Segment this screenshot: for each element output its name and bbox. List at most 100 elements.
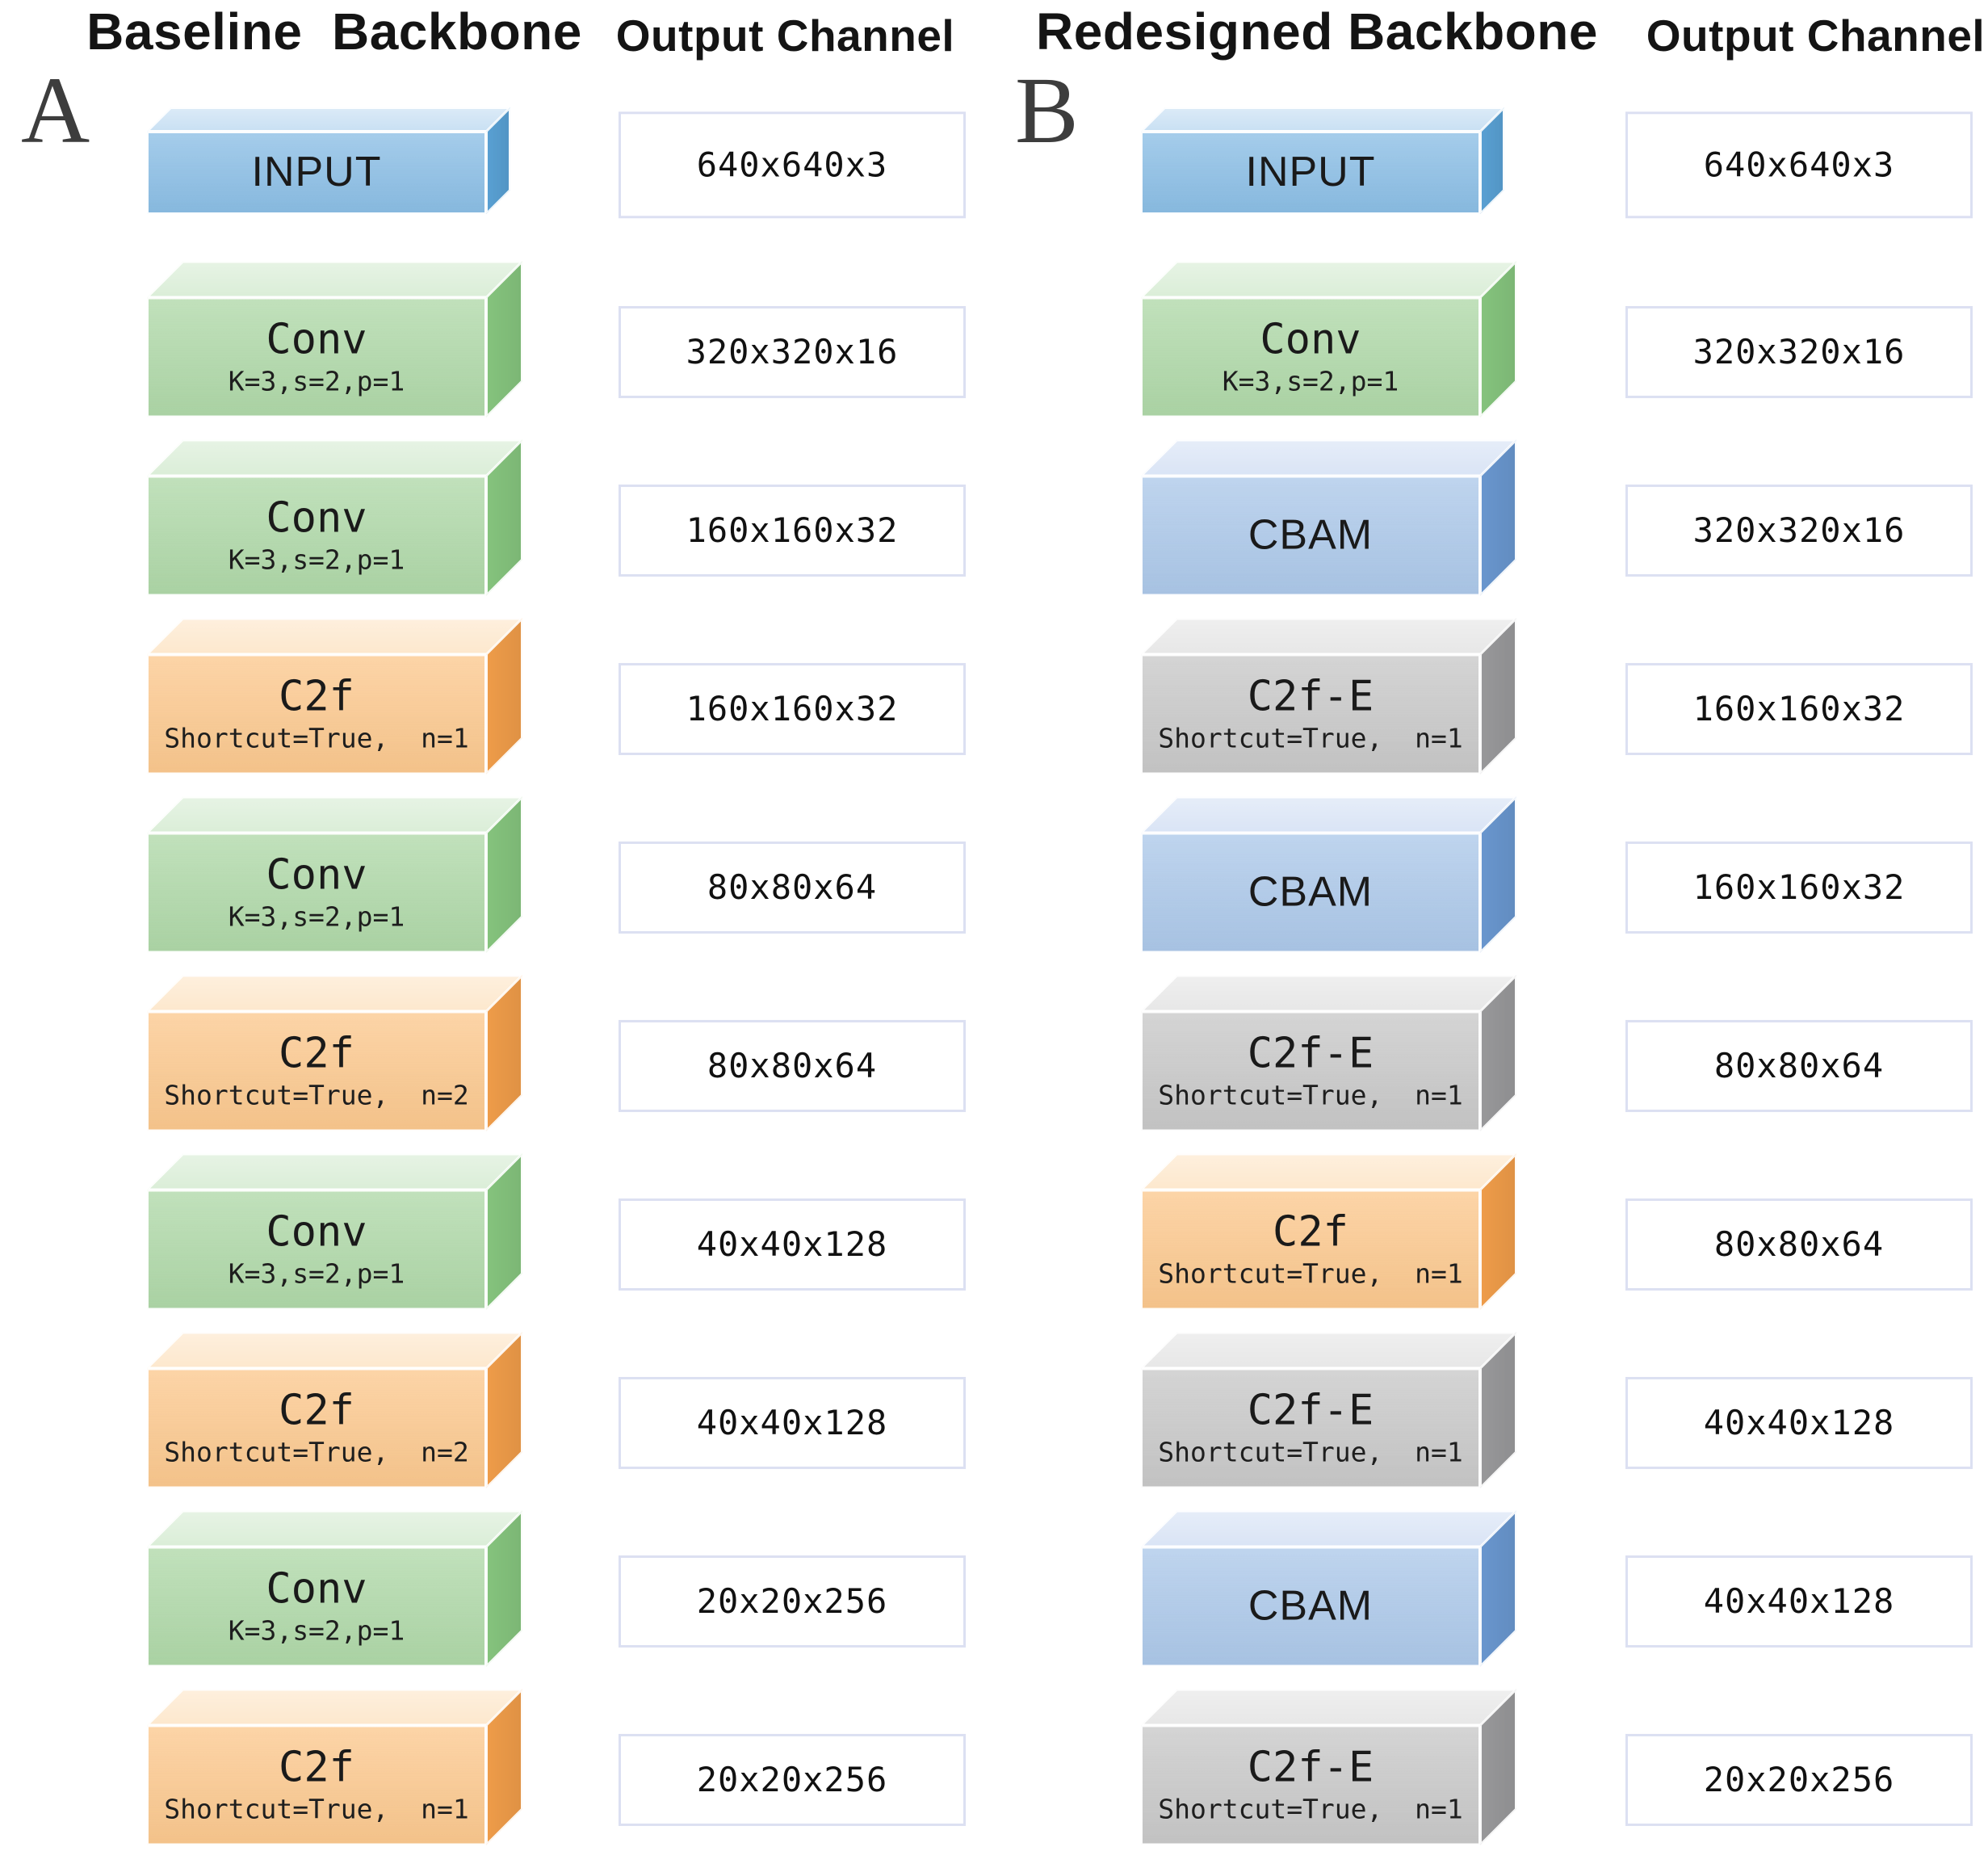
block-cbam: CBAM <box>1141 796 1516 952</box>
panel-baseline-backbone: Baseline Backbone Output Channel A INPUT… <box>0 2 994 1845</box>
block-conv: Conv K=3,s=2,p=1 <box>147 439 522 595</box>
cuboid-top-face <box>1141 107 1504 132</box>
block-conv: Conv K=3,s=2,p=1 <box>1141 261 1516 417</box>
block-c2f: C2f Shortcut=True, n=2 <box>147 975 522 1131</box>
block-c2f: C2f Shortcut=True, n=1 <box>147 1689 522 1845</box>
cuboid-front-face: C2f Shortcut=True, n=1 <box>147 654 486 774</box>
cuboid-top-face <box>147 1510 522 1547</box>
output-channel-value: 160x160x32 <box>686 510 899 550</box>
output-channel-value: 20x20x256 <box>696 1759 888 1799</box>
block-title: Conv <box>266 1207 367 1257</box>
block-title: Conv <box>1260 315 1361 364</box>
block-params: K=3,s=2,p=1 <box>228 365 405 397</box>
block-title: C2f <box>1273 1207 1348 1257</box>
block-title: CBAM <box>1248 511 1374 559</box>
output-channel-value: 40x40x128 <box>696 1402 888 1442</box>
block-params: Shortcut=True, n=1 <box>1158 1793 1463 1825</box>
block-params: Shortcut=True, n=1 <box>1158 1257 1463 1290</box>
panel-redesigned-backbone: Redesigned Backbone Output Channel B INP… <box>994 0 1988 1868</box>
output-channel-box: 80x80x64 <box>619 1019 966 1112</box>
output-channel-box: 40x40x128 <box>619 1198 966 1291</box>
output-channel-value: 160x160x32 <box>1692 867 1906 907</box>
cuboid-front-face: Conv K=3,s=2,p=1 <box>147 833 486 952</box>
output-channel-box: 40x40x128 <box>1625 1376 1973 1469</box>
output-channel-box: 80x80x64 <box>619 841 966 934</box>
output-channel-box: 20x20x256 <box>1625 1733 1973 1826</box>
block-conv: Conv K=3,s=2,p=1 <box>147 1510 522 1666</box>
cuboid-top-face <box>147 261 522 297</box>
block-params: Shortcut=True, n=1 <box>1158 1436 1463 1468</box>
backbone-row: CBAM 160x160x32 <box>994 785 1988 963</box>
block-c2f: C2f Shortcut=True, n=2 <box>147 1332 522 1488</box>
cuboid-front-face: C2f Shortcut=True, n=1 <box>1141 1190 1480 1309</box>
backbone-row: Conv K=3,s=2,p=1 40x40x128 <box>0 1142 994 1320</box>
block-params: Shortcut=True, n=1 <box>164 722 469 754</box>
backbone-row: C2f Shortcut=True, n=2 40x40x128 <box>0 1320 994 1499</box>
block-c2f: C2f Shortcut=True, n=1 <box>1141 1153 1516 1309</box>
cuboid-top-face <box>1141 439 1516 476</box>
baseline-backbone-header: Baseline Backbone <box>86 2 582 61</box>
block-params: Shortcut=True, n=1 <box>164 1793 469 1825</box>
block-params: Shortcut=True, n=1 <box>1158 1079 1463 1111</box>
cuboid-front-face: CBAM <box>1141 1547 1480 1666</box>
output-channel-box: 20x20x256 <box>619 1733 966 1826</box>
block-c2fe: C2f-E Shortcut=True, n=1 <box>1141 1689 1516 1845</box>
output-channel-value: 160x160x32 <box>686 688 899 728</box>
redesigned-rows-container: INPUT 640x640x3 Conv K=3,s=2,p=1 320x320… <box>994 71 1988 1856</box>
output-channel-box: 80x80x64 <box>1625 1019 1973 1112</box>
cuboid-front-face: INPUT <box>1141 131 1480 214</box>
backbone-row: C2f Shortcut=True, n=1 80x80x64 <box>994 1142 1988 1320</box>
block-title: INPUT <box>251 149 382 196</box>
block-params: K=3,s=2,p=1 <box>228 900 405 933</box>
block-c2f: C2f Shortcut=True, n=1 <box>147 618 522 774</box>
output-channel-box: 640x640x3 <box>619 111 966 218</box>
block-params: K=3,s=2,p=1 <box>228 544 405 576</box>
cuboid-front-face: Conv K=3,s=2,p=1 <box>147 297 486 417</box>
block-title: Conv <box>266 1564 367 1614</box>
block-title: Conv <box>266 850 367 900</box>
output-channel-box: 640x640x3 <box>1625 111 1973 218</box>
cuboid-front-face: C2f-E Shortcut=True, n=1 <box>1141 1011 1480 1131</box>
block-title: INPUT <box>1245 149 1376 196</box>
output-channel-box: 160x160x32 <box>1625 662 1973 755</box>
output-channel-value: 80x80x64 <box>707 1045 878 1085</box>
cuboid-front-face: Conv K=3,s=2,p=1 <box>1141 297 1480 417</box>
block-params: K=3,s=2,p=1 <box>228 1614 405 1647</box>
cuboid-top-face <box>1141 1153 1516 1190</box>
cuboid-front-face: C2f Shortcut=True, n=2 <box>147 1011 486 1131</box>
output-channel-box: 320x320x16 <box>619 305 966 398</box>
cuboid-front-face: CBAM <box>1141 476 1480 595</box>
output-channel-value: 80x80x64 <box>1713 1224 1885 1264</box>
block-title: CBAM <box>1248 1582 1374 1630</box>
output-channel-box: 320x320x16 <box>1625 305 1973 398</box>
cuboid-front-face: C2f-E Shortcut=True, n=1 <box>1141 1725 1480 1845</box>
backbone-row: CBAM 40x40x128 <box>994 1499 1988 1677</box>
cuboid-top-face <box>147 1153 522 1190</box>
cuboid-front-face: CBAM <box>1141 833 1480 952</box>
output-channel-box: 160x160x32 <box>619 484 966 577</box>
cuboid-top-face <box>147 439 522 476</box>
block-title: C2f-E <box>1247 1029 1374 1078</box>
cuboid-top-face <box>1141 975 1516 1011</box>
block-title: C2f <box>279 1743 354 1792</box>
block-conv: Conv K=3,s=2,p=1 <box>147 1153 522 1309</box>
cuboid-top-face <box>147 1689 522 1725</box>
cuboid-top-face <box>1141 618 1516 654</box>
backbone-row: Conv K=3,s=2,p=1 320x320x16 <box>994 250 1988 428</box>
output-channel-box: 40x40x128 <box>619 1376 966 1469</box>
output-channel-value: 20x20x256 <box>1703 1759 1895 1799</box>
block-title: CBAM <box>1248 868 1374 916</box>
output-channel-box: 20x20x256 <box>619 1555 966 1648</box>
block-c2fe: C2f-E Shortcut=True, n=1 <box>1141 975 1516 1131</box>
backbone-row: C2f-E Shortcut=True, n=1 80x80x64 <box>994 963 1988 1142</box>
output-channel-value: 40x40x128 <box>1703 1580 1895 1621</box>
block-params: Shortcut=True, n=2 <box>164 1079 469 1111</box>
cuboid-front-face: C2f-E Shortcut=True, n=1 <box>1141 654 1480 774</box>
block-c2fe: C2f-E Shortcut=True, n=1 <box>1141 1332 1516 1488</box>
output-channel-box: 80x80x64 <box>1625 1198 1973 1291</box>
cuboid-top-face <box>147 618 522 654</box>
output-channel-box: 160x160x32 <box>1625 841 1973 934</box>
block-conv: Conv K=3,s=2,p=1 <box>147 796 522 952</box>
cuboid-top-face <box>1141 1689 1516 1725</box>
